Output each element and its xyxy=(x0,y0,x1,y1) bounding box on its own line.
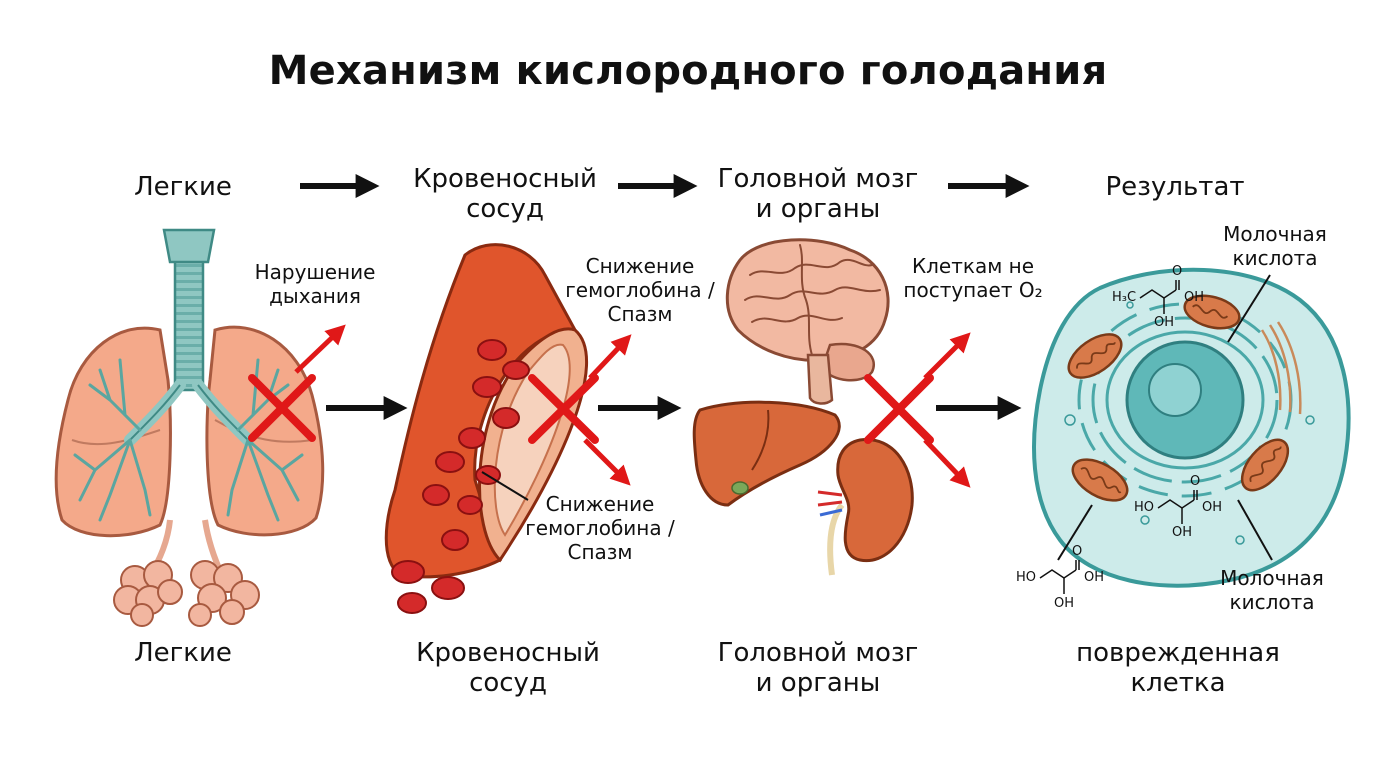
note-hemoglobin-bottom-line1: Снижение xyxy=(545,492,655,516)
note-lactic-top: Молочная кислота xyxy=(1205,222,1345,270)
note-lactic-bottom: Молочная кислота xyxy=(1202,566,1342,614)
chem-ho2: HO xyxy=(1134,500,1155,515)
bottom-label-vessel-line2: сосуд xyxy=(469,668,547,698)
breathing-cross xyxy=(248,374,316,442)
hemoglobin-red-arrow-up xyxy=(588,334,632,380)
note-hemoglobin-top-line1: Снижение xyxy=(585,254,695,278)
right-lung xyxy=(205,325,325,537)
trachea xyxy=(173,248,205,392)
lungs-illustration xyxy=(54,228,346,627)
hemoglobin-cross xyxy=(528,374,599,444)
top-label-result: Результат xyxy=(1105,172,1245,202)
chem-oh2b: OH xyxy=(1172,525,1193,540)
note-oxygen-line2: поступает O₂ xyxy=(903,278,1043,302)
top-label-vessel-line1: Кровеносный xyxy=(413,164,597,194)
alveoli-left xyxy=(113,560,183,627)
chem-ho3: HO xyxy=(1016,570,1037,585)
bottom-label-brain: Головной мозг и органы xyxy=(702,638,934,698)
top-label-brain-line2: и органы xyxy=(755,194,881,224)
note-hemoglobin-bottom-line2: гемоглобина / xyxy=(525,516,675,540)
note-oxygen-line1: Клеткам не xyxy=(911,254,1035,278)
chem-o2: O xyxy=(1190,474,1201,489)
ureter xyxy=(827,503,845,576)
note-breathing: Нарушение дыхания xyxy=(245,260,385,308)
blood-cells xyxy=(391,339,530,614)
breathing-red-arrow xyxy=(294,324,346,374)
bottom-label-cell-line1: поврежденная xyxy=(1076,638,1280,668)
mitochondria xyxy=(1067,294,1290,502)
organs-illustration xyxy=(692,238,971,576)
bottom-label-vessel: Кровеносный сосуд xyxy=(393,638,623,698)
nucleolus xyxy=(1148,363,1202,417)
top-label-vessel: Кровеносный сосуд xyxy=(390,164,620,224)
note-lactic-bottom-line2: кислота xyxy=(1229,590,1315,614)
lactic-top-pointer xyxy=(1227,274,1271,343)
chem-oh3b: OH xyxy=(1054,596,1075,611)
top-label-brain-line1: Головной мозг xyxy=(717,164,919,194)
larynx xyxy=(162,228,216,264)
top-label-lungs: Легкие xyxy=(134,172,232,202)
note-hemoglobin-top: Снижение гемоглобина / Спазм xyxy=(550,254,730,326)
note-breathing-line1: Нарушение xyxy=(254,260,376,284)
diagram-title: Механизм кислородного голодания xyxy=(268,48,1108,94)
hemoglobin-pointer xyxy=(481,471,529,501)
damaged-cell-illustration xyxy=(1032,267,1351,594)
brain xyxy=(725,238,890,362)
bottom-label-vessel-line1: Кровеносный xyxy=(416,638,600,668)
bottom-label-brain-line2: и органы xyxy=(755,668,881,698)
golgi xyxy=(1260,321,1302,415)
lactic-left-pointer xyxy=(1057,504,1093,561)
liver xyxy=(692,400,841,507)
chem-h3c: H₃C xyxy=(1112,290,1137,305)
alveoli-right xyxy=(188,560,260,627)
lactic-acid-structures xyxy=(1039,280,1198,594)
bottom-label-cell: поврежденная клетка xyxy=(1058,638,1298,698)
oxygen-cross xyxy=(864,374,934,444)
note-breathing-line2: дыхания xyxy=(269,284,361,308)
chem-o3: O xyxy=(1072,544,1083,559)
note-lactic-top-line2: кислота xyxy=(1232,246,1318,270)
note-lactic-bottom-line1: Молочная xyxy=(1220,566,1324,590)
top-label-vessel-line2: сосуд xyxy=(466,194,544,224)
hemoglobin-red-arrow-down xyxy=(583,438,631,486)
top-label-brain: Головной мозг и органы xyxy=(702,164,934,224)
oxygen-red-arrow-up xyxy=(923,332,971,380)
chem-oh2: OH xyxy=(1202,500,1223,515)
chem-oh1b: OH xyxy=(1154,315,1175,330)
note-hemoglobin-bottom-line3: Спазм xyxy=(567,540,633,564)
note-hemoglobin-top-line3: Спазм xyxy=(607,302,673,326)
note-lactic-top-line1: Молочная xyxy=(1223,222,1327,246)
bottom-label-brain-line1: Головной мозг xyxy=(717,638,919,668)
note-hemoglobin-bottom: Снижение гемоглобина / Спазм xyxy=(510,492,690,564)
brain-stem xyxy=(806,353,834,405)
note-oxygen: Клеткам не поступает O₂ xyxy=(888,254,1058,302)
oxygen-red-arrow-down xyxy=(923,438,971,488)
blood-vessel-illustration xyxy=(384,243,632,614)
kidney xyxy=(836,438,914,563)
note-hemoglobin-top-line2: гемоглобина / xyxy=(565,278,715,302)
bottom-label-lungs: Легкие xyxy=(134,638,232,668)
bottom-label-cell-line2: клетка xyxy=(1130,668,1226,698)
lactic-bottom-pointer xyxy=(1237,499,1273,561)
chem-o1: O xyxy=(1172,264,1183,279)
chem-oh3: OH xyxy=(1084,570,1105,585)
chem-oh1: OH xyxy=(1184,290,1205,305)
